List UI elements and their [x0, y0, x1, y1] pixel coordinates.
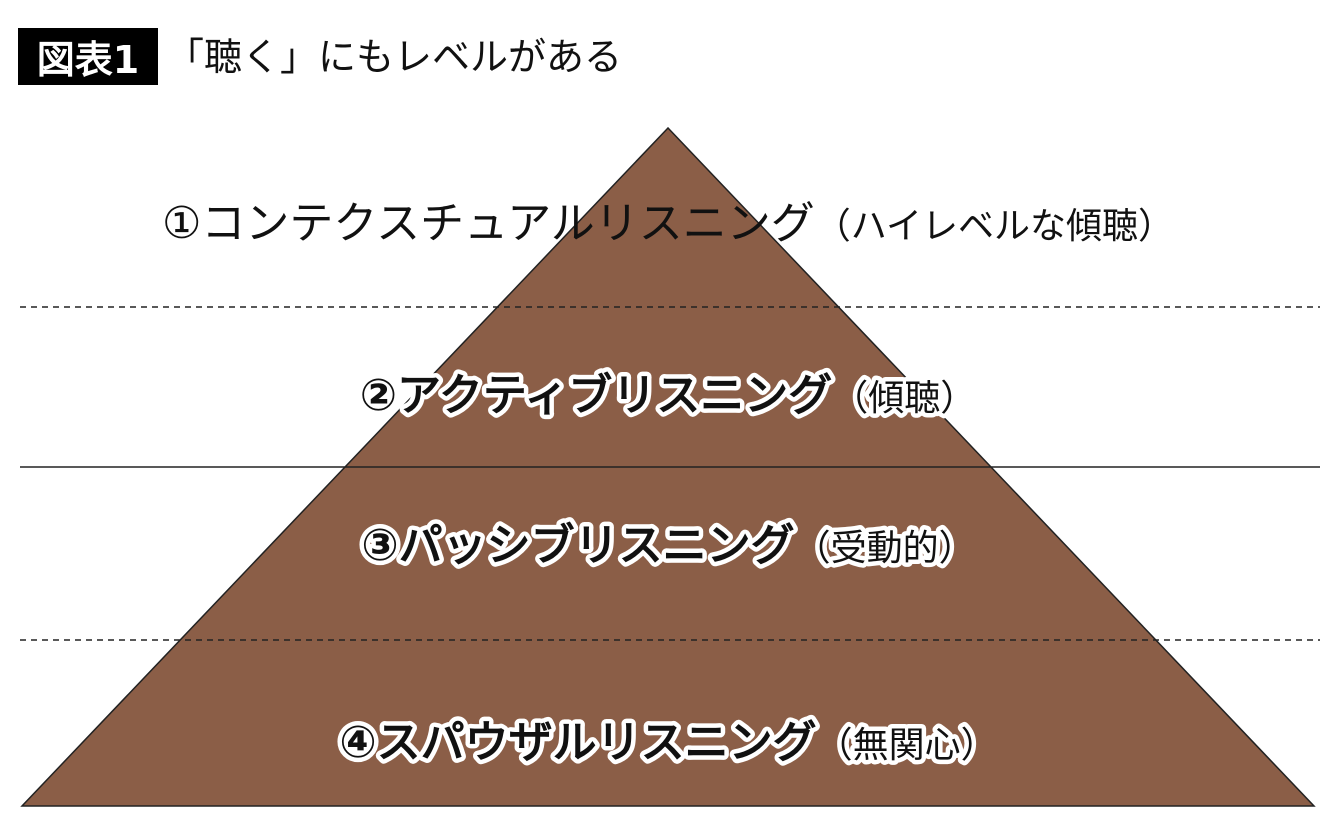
- level-2-note: （傾聴）: [832, 378, 976, 419]
- level-4-label: ④スパウザルリスニング（無関心）: [339, 717, 996, 768]
- level-1-label: ①コンテクスチュアルリスニング（ハイレベルな傾聴）: [162, 198, 1174, 249]
- level-3-label: ③パッシブリスニング（受動的）: [361, 520, 974, 571]
- level-2-label: ②アクティブリスニング（傾聴）: [360, 370, 976, 421]
- figure-title: 「聴く」にもレベルがある: [166, 35, 623, 79]
- level-3-name: ③パッシブリスニング: [361, 520, 794, 571]
- level-1-name: ①コンテクスチュアルリスニング: [162, 198, 815, 249]
- figure-label: 図表1: [18, 28, 158, 85]
- level-4-note: （無関心）: [817, 725, 997, 766]
- level-4-name: ④スパウザルリスニング: [339, 717, 816, 768]
- level-1-note: （ハイレベルな傾聴）: [815, 206, 1174, 247]
- level-2-name: ②アクティブリスニング: [360, 370, 832, 421]
- level-3-note: （受動的）: [795, 528, 975, 569]
